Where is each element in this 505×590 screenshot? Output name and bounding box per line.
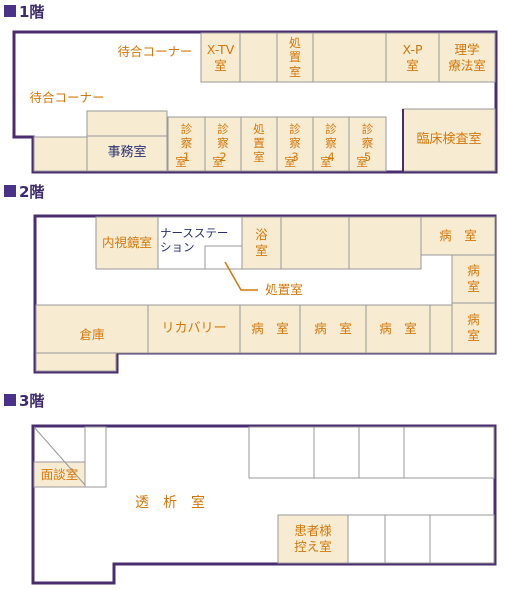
room-2f-small	[429, 304, 453, 354]
floor-1-label: 1階	[19, 2, 45, 21]
room-2f-blank2	[348, 216, 422, 270]
floor-1-plan	[12, 30, 498, 174]
room-byo-r1	[451, 254, 496, 304]
label-byo-b1: 病 室	[251, 321, 289, 337]
room-byo-b3	[365, 304, 431, 354]
label-shin3-room: 室	[284, 154, 296, 169]
room-shochi-b	[240, 116, 278, 172]
label-1f-shochi: 処 置 室	[288, 35, 301, 79]
label-reha: リカバリー	[161, 320, 227, 336]
label-shin5: 診 察 5	[361, 122, 374, 164]
room-2f-blank1	[280, 216, 350, 270]
label-shin2-room: 室	[212, 154, 224, 169]
room-naishi	[95, 216, 159, 270]
label-byo-tr: 病 室	[439, 228, 477, 244]
label-naishi: 内視鏡室	[101, 235, 152, 251]
label-mendan: 面談室	[40, 466, 79, 482]
label-kanja: 患者様 控え室	[294, 523, 332, 554]
room-rigaku	[438, 32, 496, 83]
label-shin1-room: 室	[175, 154, 187, 169]
label-nurse: ナースステー ション	[160, 226, 229, 255]
room-byo-tr	[420, 216, 496, 256]
label-soko: 倉庫	[79, 327, 105, 343]
label-byo-b2: 病 室	[314, 321, 352, 337]
room-1f-corner	[33, 136, 88, 172]
room-xtv	[200, 32, 241, 83]
label-2f-shochi: 処置室	[265, 282, 303, 298]
label-xtv: X-TV 室	[206, 41, 235, 73]
floor-3-plan	[31, 424, 497, 585]
room-kanja	[277, 514, 349, 564]
label-shin3: 診 察 3	[289, 122, 301, 164]
label-jimu: 事務室	[107, 145, 147, 161]
label-yoku: 浴 室	[255, 227, 268, 258]
square-icon	[4, 394, 16, 406]
shochi-pointer-line	[224, 261, 258, 291]
floor-2-title: 2階	[4, 182, 45, 201]
room-nurse-inner	[204, 245, 243, 270]
label-byo-r1: 病 室	[467, 263, 480, 294]
room-shin5	[348, 116, 387, 172]
room-3f-d	[403, 426, 495, 479]
label-byo-r2: 病 室	[467, 312, 480, 343]
label-waiting-lower: 待合コーナー	[29, 90, 105, 106]
room-nurse	[157, 216, 243, 270]
room-byo-b1	[239, 304, 301, 354]
square-icon	[4, 5, 16, 17]
floor-2-plan	[33, 214, 497, 374]
room-rinsho	[402, 108, 496, 172]
label-shin2: 診 察 2	[217, 122, 229, 164]
label-shin1: 診 察 1	[180, 122, 193, 164]
room-1f-blank	[239, 32, 278, 83]
room-jimu-upper	[86, 110, 168, 137]
label-byo-b3: 病 室	[379, 321, 417, 337]
room-1f-blank2	[312, 32, 387, 83]
room-shin2	[204, 116, 242, 172]
diagonal-wall	[33, 426, 86, 486]
room-3f-narrow	[84, 426, 107, 488]
square-icon	[4, 185, 16, 197]
room-byo-b2	[299, 304, 367, 354]
label-shin4-room: 室	[320, 154, 332, 169]
floor-1-title: 1階	[4, 2, 45, 21]
room-soko-b	[35, 352, 117, 372]
label-waiting-upper: 待合コーナー	[117, 44, 193, 60]
room-shin1	[167, 116, 206, 172]
floor-3-label: 3階	[19, 391, 45, 410]
label-xp: X-P 室	[402, 41, 423, 73]
room-shin1-labels: 診 察 1	[168, 117, 205, 171]
room-byo-r2	[451, 302, 496, 354]
floor-3-title: 3階	[4, 391, 45, 410]
room-jimu	[86, 135, 168, 172]
label-shin4: 診 察 4	[325, 122, 337, 164]
floor-2-label: 2階	[19, 182, 45, 201]
floor-3-outline	[31, 424, 497, 585]
room-3f-g	[429, 514, 495, 564]
label-shin5-room: 室	[356, 154, 368, 169]
label-toseki: 透 析 室	[135, 495, 205, 512]
label-rinsho: 臨床検査室	[416, 131, 482, 147]
label-rigaku: 理学 療法室	[448, 41, 486, 73]
label-shochi-b: 処 置 室	[253, 122, 265, 164]
